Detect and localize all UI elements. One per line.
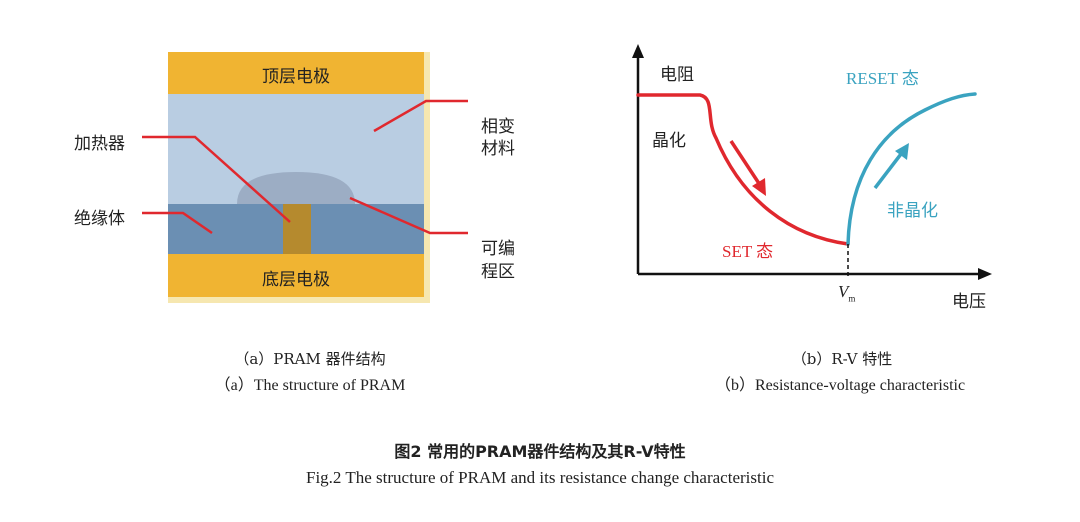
vm-label-main: V	[838, 282, 849, 301]
reset-state-label: RESET 态	[846, 69, 919, 88]
amorphous-label: 非晶化	[887, 201, 938, 221]
leader-line-heater	[142, 135, 291, 223]
insulator-label: 绝缘体	[74, 209, 125, 229]
phase-material-label-line2: 材料	[481, 139, 515, 159]
crystallization-arrow-shaft	[729, 140, 762, 186]
programmable-region-label-line2: 程区	[481, 262, 515, 282]
set-state-label: SET 态	[722, 242, 774, 261]
amorphization-arrow-shaft	[873, 152, 903, 190]
crystalline-label: 晶化	[652, 131, 686, 151]
bottom-electrode-layer	[168, 254, 424, 297]
panel-b-caption-cn: （b）R-V 特性	[791, 350, 893, 368]
programmable-region-dome	[237, 172, 355, 204]
programmable-region-label-line1: 可编	[481, 239, 515, 259]
vm-label: Vm	[838, 282, 855, 303]
amorphization-arrow-head	[895, 143, 909, 160]
panel-a-caption-cn: （a）PRAM 器件结构	[234, 350, 386, 368]
leader-line-insulator	[142, 211, 213, 235]
phase-material-label-line1: 相变	[481, 117, 515, 137]
crystallization-arrow-head	[752, 178, 766, 196]
speckle-edge-right	[424, 52, 430, 302]
speckle-edge-bottom	[168, 297, 430, 303]
x-axis-arrowhead	[978, 268, 992, 280]
panel-a-caption-en: （a）The structure of PRAM	[214, 377, 406, 394]
y-axis-label: 电阻	[660, 65, 694, 85]
figure-caption-cn: 图2 常用的PRAM器件结构及其R-V特性	[394, 442, 686, 461]
reset-curve	[846, 92, 977, 246]
leader-line-phase-material	[373, 99, 468, 133]
figure-caption-en: Fig.2 The structure of PRAM and its resi…	[306, 468, 774, 487]
y-axis-arrowhead	[632, 44, 644, 58]
heater-label: 加热器	[74, 134, 125, 154]
set-curve	[636, 93, 850, 246]
panel-b-caption-en: （b）Resistance-voltage characteristic	[714, 377, 966, 394]
vm-label-subscript: m	[848, 293, 856, 304]
top-electrode-label: 顶层电极	[262, 67, 330, 87]
bottom-electrode-label: 底层电极	[262, 270, 330, 290]
leader-line-programmable-region	[349, 196, 468, 235]
x-axis-label: 电压	[952, 292, 986, 312]
heater-block	[283, 204, 311, 254]
top-electrode-layer	[168, 52, 424, 94]
